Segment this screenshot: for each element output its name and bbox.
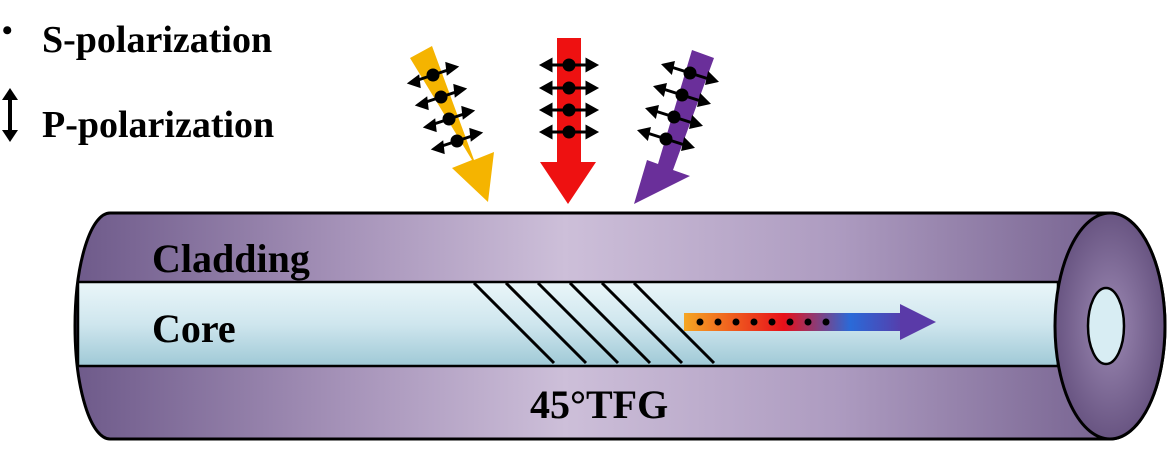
red-beam	[538, 38, 600, 204]
yellow-beam-polarization-marks	[406, 61, 484, 155]
fiber-end-core	[1086, 286, 1126, 366]
output-s-polarization-dots	[696, 318, 830, 326]
purple-beam-polarization-marks	[637, 61, 719, 151]
legend: • S-polarization P-polarization	[2, 14, 274, 146]
fiber: Cladding Core 45°TFG	[73, 211, 1167, 441]
p-polarization-label: P-polarization	[42, 104, 274, 146]
incoming-beams	[406, 38, 719, 204]
tilted-grating	[472, 281, 716, 365]
red-beam-polarization-marks	[538, 57, 600, 140]
output-arrow	[684, 304, 936, 340]
purple-beam	[634, 50, 719, 204]
s-polarization-label: S-polarization	[42, 19, 272, 61]
yellow-beam	[406, 46, 494, 202]
p-polarization-symbol-icon	[2, 88, 18, 142]
cladding-label: Cladding	[152, 236, 310, 281]
core-label: Core	[152, 306, 236, 351]
grating-label: 45°TFG	[530, 382, 668, 427]
s-polarization-symbol: •	[2, 14, 13, 47]
